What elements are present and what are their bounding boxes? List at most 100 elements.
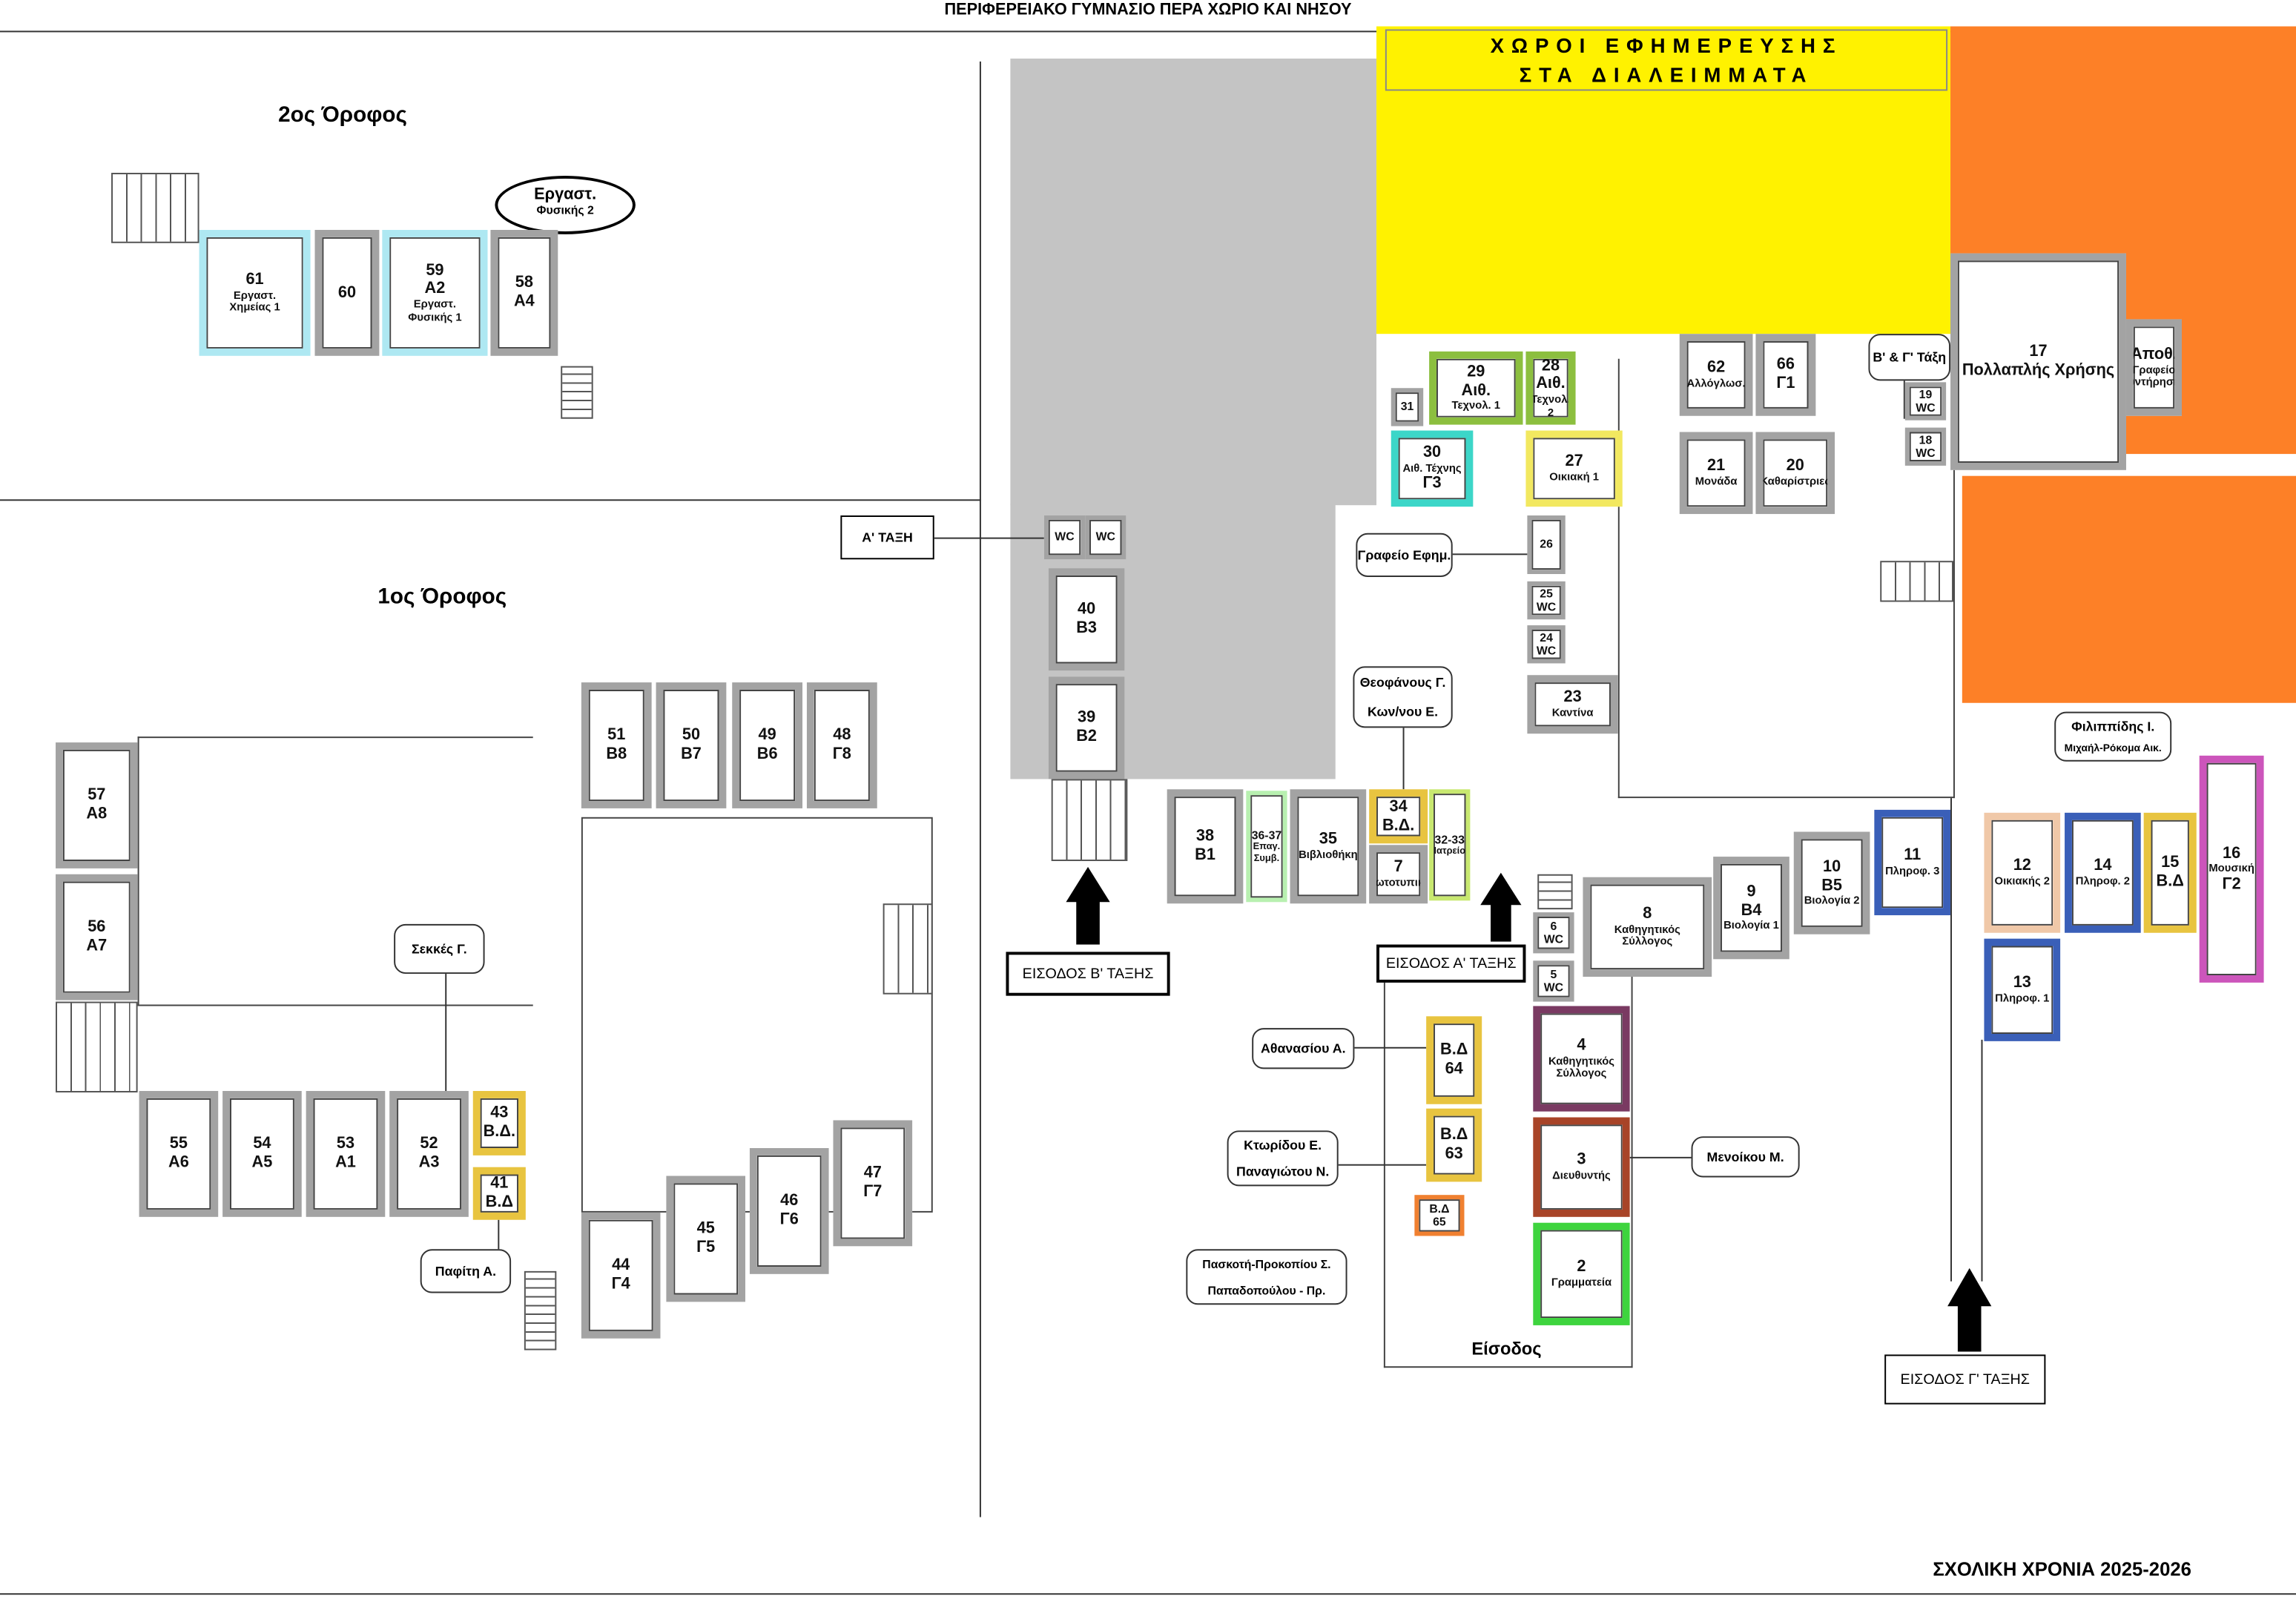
room-label: WC	[1055, 530, 1075, 544]
room-label: 65	[1433, 1215, 1446, 1229]
arrow-up-icon	[1957, 1305, 1982, 1352]
room-label: Α6	[168, 1153, 189, 1172]
entrance-b: ΕΙΣΟΔΟΣ Β' ΤΑΞΗΣ	[1006, 952, 1170, 996]
room-label: Γ1	[1776, 375, 1795, 393]
connector	[1629, 1156, 1692, 1158]
room-label: Β.Δ	[1440, 1127, 1468, 1144]
room-label: 25	[1540, 587, 1553, 601]
room-label: Αιθ.	[1536, 375, 1566, 393]
room-label: Α7	[86, 937, 108, 955]
wall-line	[1981, 1039, 1983, 1282]
room-label: Μονάδα	[1695, 474, 1738, 488]
tag-filippidis: Φιλιππίδης Ι.Μιχαήλ-Ρόκομα Αικ.	[2054, 711, 2172, 762]
room-label: Χημείας 1	[229, 300, 280, 314]
room-label: 45	[696, 1220, 715, 1239]
tag-line: Παπαδοπούλου - Πρ.	[1207, 1283, 1326, 1297]
tag-line: Παναγιώτου Ν.	[1236, 1164, 1330, 1179]
room-label: Επαγ.	[1253, 842, 1281, 853]
room-label: Αλλόγλωσ.	[1686, 376, 1746, 390]
room-label: 9	[1746, 883, 1756, 901]
tag-line: Μενοίκου Μ.	[1706, 1149, 1784, 1164]
room-label: Α8	[86, 805, 108, 823]
room-label: Β.Δ	[1440, 1041, 1468, 1060]
orange-zone-lower	[1962, 475, 2296, 703]
room-label: Φυσικής 1	[408, 309, 462, 323]
room-label: 40	[1077, 601, 1096, 619]
room-label: Α2	[424, 280, 446, 298]
room-label: Πληροφ. 1	[1995, 991, 2050, 1005]
room-label: WC	[1543, 980, 1564, 995]
room-label: WC	[1916, 446, 1936, 460]
room-label: 38	[1195, 828, 1215, 845]
room-label: 31	[1400, 400, 1414, 414]
room-label: 3	[1577, 1151, 1586, 1170]
connector	[1354, 1046, 1436, 1049]
room-label: Πληροφ. 3	[1885, 863, 1940, 877]
room-label: Καθαρίστριες	[1760, 474, 1831, 488]
divider-top	[0, 30, 2296, 33]
room-label: Φωτοτυπική	[1369, 875, 1428, 889]
room-label: 48	[833, 727, 851, 745]
tag-line: Β' & Γ' Τάξη	[1873, 349, 1947, 365]
room-label: 15	[2161, 854, 2180, 872]
room-label: 14	[2094, 857, 2112, 875]
room-label: Γραφείο	[2132, 363, 2176, 376]
room-label: 46	[780, 1192, 799, 1210]
room-label: Β.Δ.	[483, 1123, 515, 1141]
tag-pafiti: Παφίτη Α.	[420, 1249, 512, 1293]
wall-line	[1950, 798, 1953, 1282]
connector	[1402, 728, 1405, 790]
room-label: Β4	[1741, 901, 1762, 920]
room-label: Καθηγητικός	[1614, 922, 1680, 936]
bubble-line2: Φυσικής 2	[536, 203, 594, 217]
room-label: 16	[2223, 844, 2241, 863]
room-label: Τεχνολ. 1	[1451, 398, 1501, 412]
tag-grafeio: Γραφείο Εφημ.	[1356, 533, 1453, 577]
arrow-up-icon	[1480, 872, 1522, 906]
duty-zone-line2: ΣΤΑ ΔΙΑΛΕΙΜΜΑΤΑ	[1519, 62, 1814, 87]
tag-line: Μιχαήλ-Ρόκομα Αικ.	[2064, 744, 2162, 755]
room-label: Γ3	[1422, 475, 1442, 493]
room-label: Γ2	[2222, 875, 2241, 894]
room-label: 6	[1550, 919, 1557, 933]
duty-zone-title: ΧΩΡΟΙ ΕΦΗΜΕΡΕΥΣΗΣ ΣΤΑ ΔΙΑΛΕΙΜΜΑΤΑ	[1385, 29, 1948, 91]
room-label: 39	[1077, 709, 1096, 728]
room-label: Β.Δ	[2156, 872, 2184, 891]
room-label: Β7	[681, 745, 702, 763]
room-label: Μουσική	[2208, 861, 2254, 875]
room-label: Γ5	[696, 1239, 716, 1257]
room-label: Οικιακή 1	[1549, 469, 1599, 484]
room-label: Αιθ.	[1461, 381, 1491, 400]
room-label: 28	[1541, 357, 1560, 375]
room-label: 59	[426, 261, 444, 280]
room-label: 17	[2029, 343, 2048, 361]
room-label: 63	[1445, 1145, 1463, 1163]
tag-menoikou: Μενοίκου Μ.	[1691, 1136, 1800, 1178]
room-label: 66	[1776, 356, 1795, 375]
room-label: Αποθ.	[2131, 346, 2177, 363]
room-label: 52	[420, 1135, 438, 1153]
room-label: 62	[1707, 359, 1726, 378]
